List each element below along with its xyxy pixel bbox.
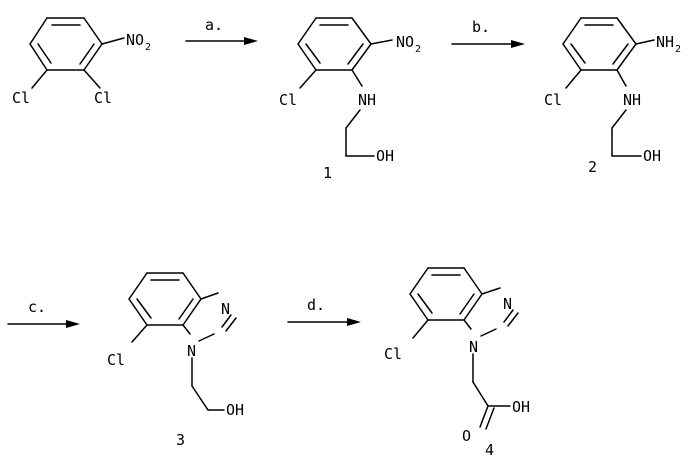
nitro-label: NO (396, 33, 414, 51)
chloro-label: Cl (279, 91, 297, 109)
amine-label: NH (656, 33, 674, 51)
amine-subscript: 2 (675, 44, 681, 55)
arrowhead (347, 318, 361, 326)
nitro-subscript: 2 (145, 42, 151, 53)
hydroxyl-label: OH (376, 147, 394, 165)
arrowhead (511, 40, 525, 48)
compound-number: 1 (323, 164, 332, 182)
step-label: d. (307, 296, 325, 314)
step-label: c. (28, 298, 46, 316)
chloro-label: Cl (544, 91, 562, 109)
reaction-arrow-c: c. (8, 298, 80, 328)
reaction-arrow-a: a. (186, 16, 258, 45)
chloro-label: Cl (107, 351, 125, 369)
reaction-arrow-d: d. (288, 296, 361, 326)
nitro-label: NO (126, 31, 144, 49)
compound-number: 2 (588, 158, 597, 176)
reaction-arrow-b: b. (452, 18, 525, 48)
amine-label: NH (358, 91, 376, 109)
arrowhead (66, 320, 80, 328)
step-label: b. (472, 18, 490, 36)
nitrogen-label: N (469, 338, 478, 356)
compound-number: 3 (176, 431, 185, 449)
step-label: a. (205, 16, 223, 34)
hydroxyl-label: OH (643, 147, 661, 165)
nitro-subscript: 2 (415, 44, 421, 55)
chloro-label: Cl (94, 89, 112, 107)
compound-3: N N Cl OH 3 (107, 273, 244, 449)
compound-number: 4 (485, 441, 494, 459)
amine-label: NH (623, 91, 641, 109)
chloro-label: Cl (384, 345, 402, 363)
arrowhead (244, 37, 258, 45)
compound-start: NO 2 Cl Cl (12, 18, 151, 107)
hydroxyl-label: OH (512, 398, 530, 416)
compound-2: NH 2 Cl NH OH 2 (544, 18, 681, 176)
oxygen-label: O (462, 427, 471, 445)
nitrogen-label: N (221, 300, 230, 318)
hydroxyl-label: OH (226, 401, 244, 419)
nitrogen-label: N (187, 342, 196, 360)
compound-4: N N Cl OH O 4 (384, 268, 530, 459)
nitrogen-label: N (503, 295, 512, 313)
chloro-label: Cl (12, 89, 30, 107)
compound-1: NO 2 Cl NH OH 1 (279, 18, 421, 182)
